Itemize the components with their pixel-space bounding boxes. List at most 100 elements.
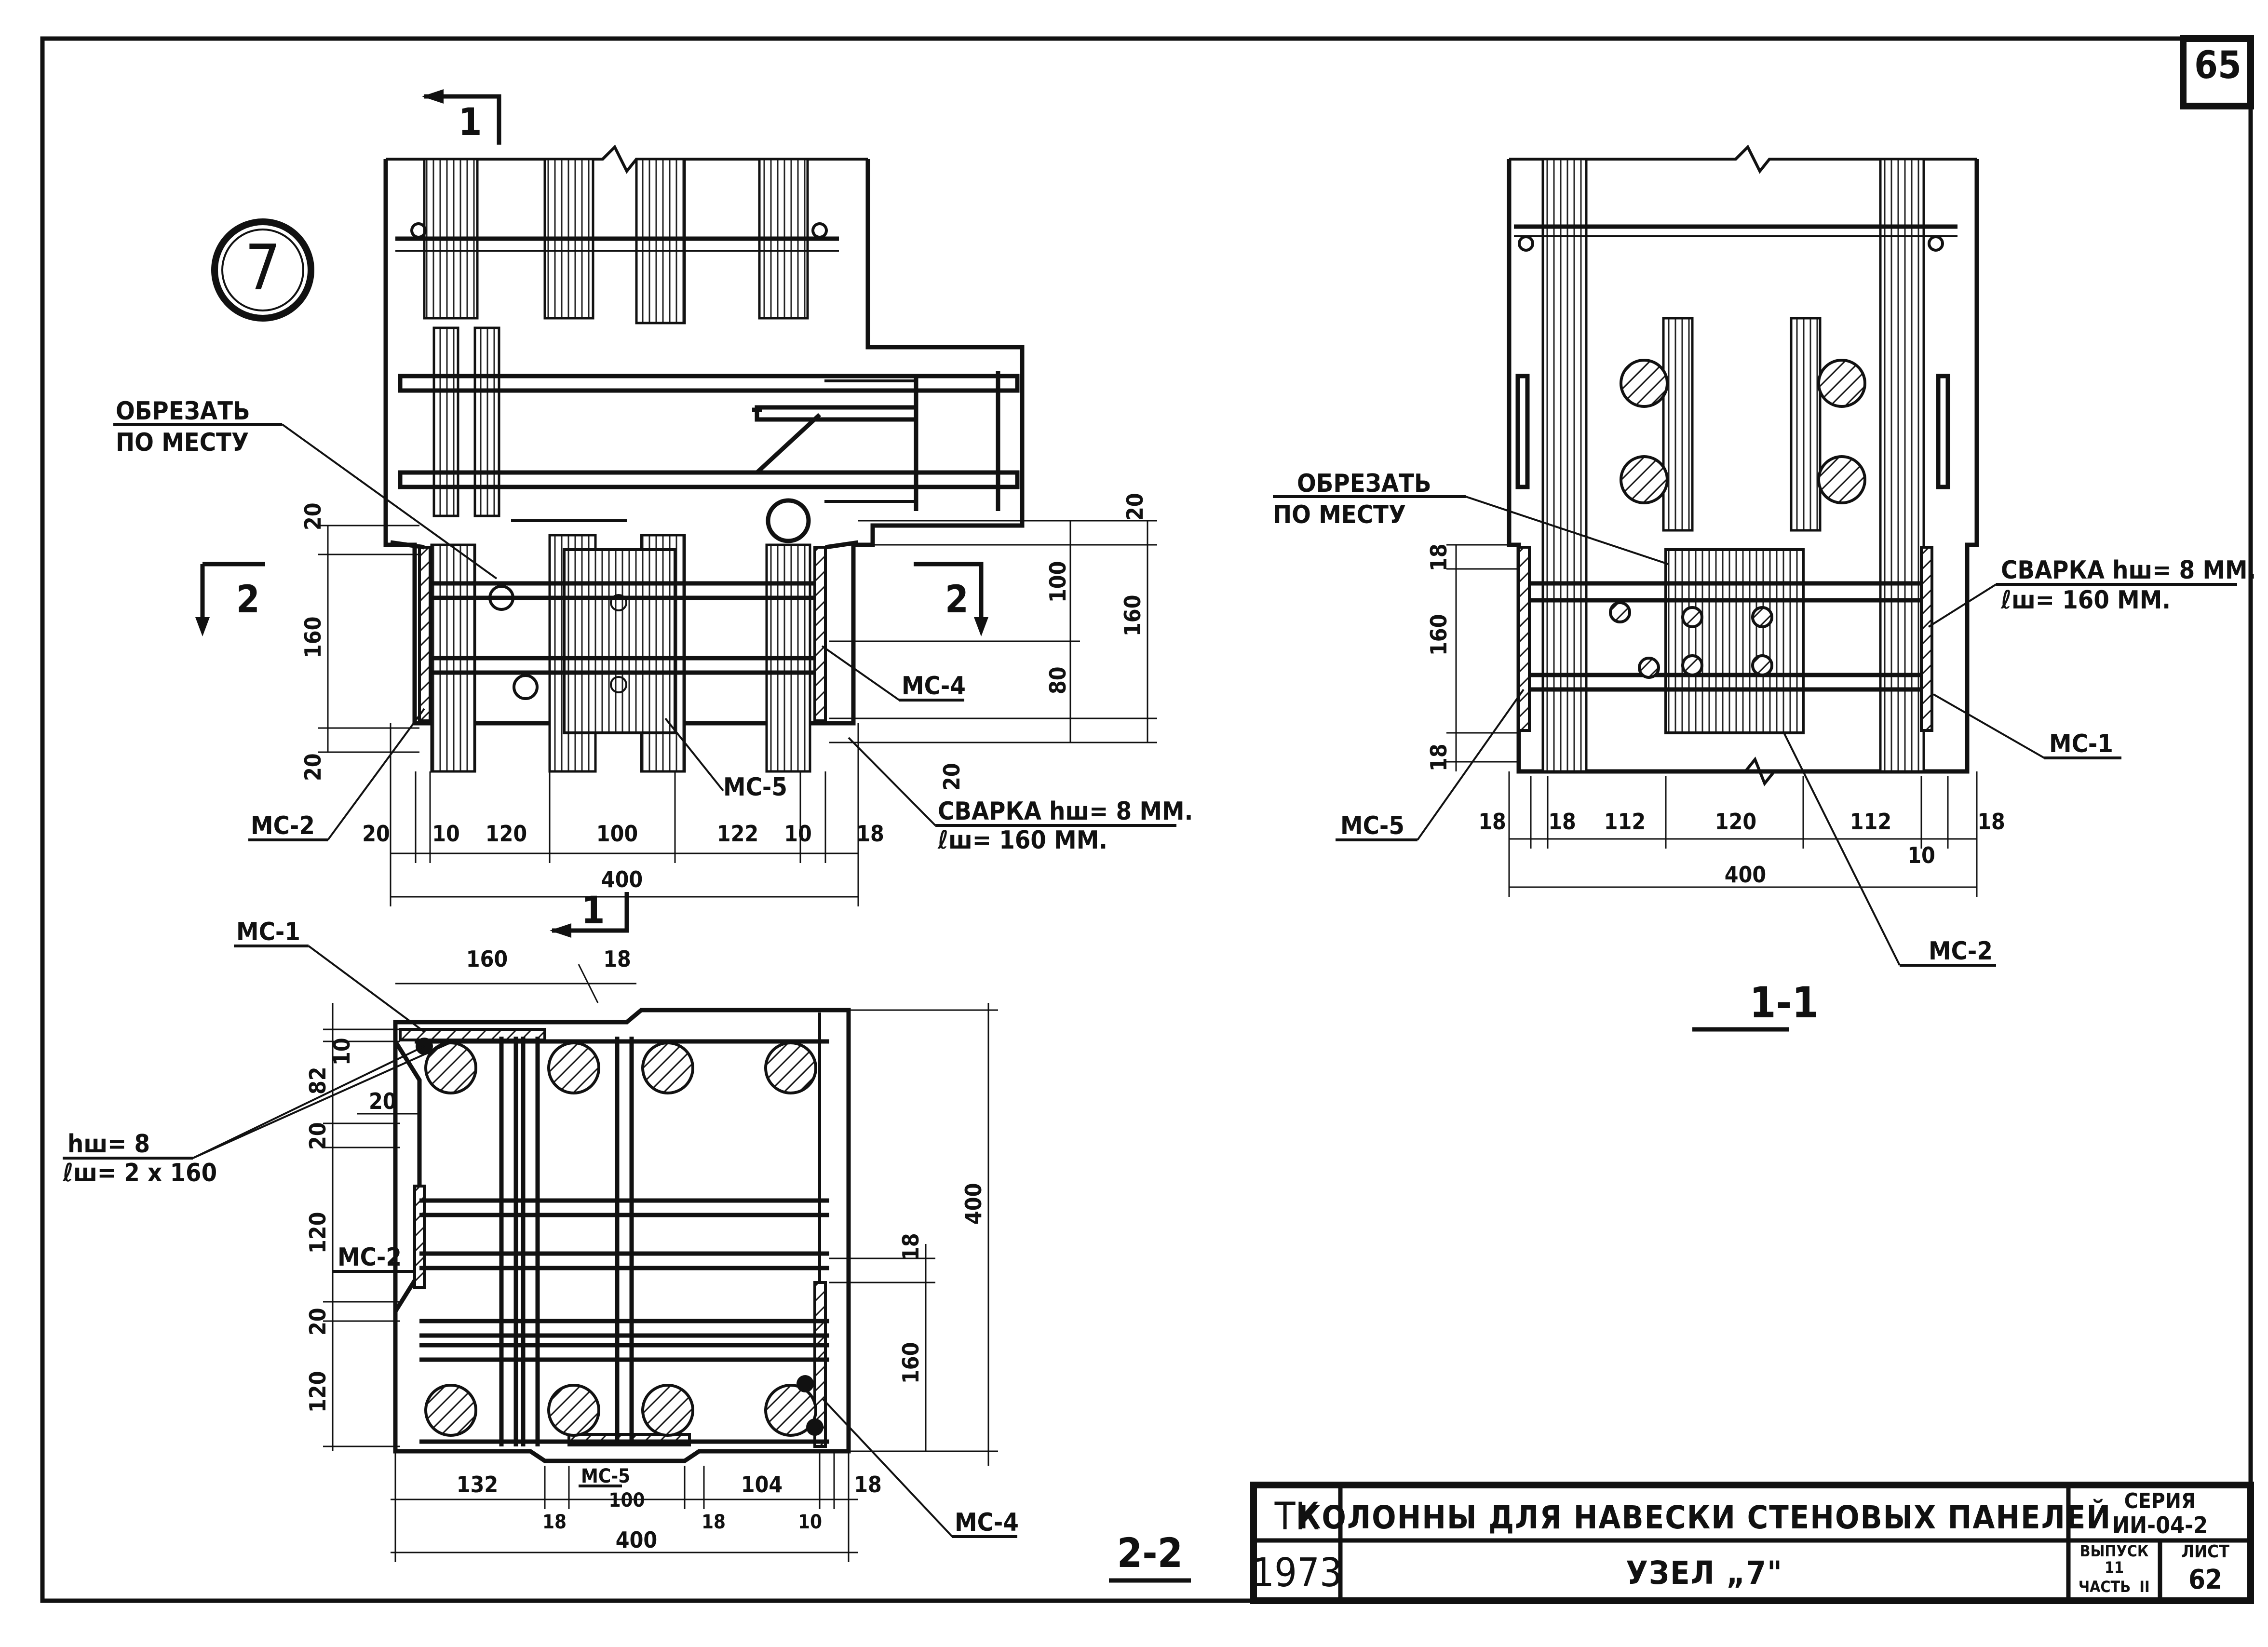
s22-dim-bottom-6: 10 [798,1511,822,1533]
ms2-plate [418,546,432,722]
section-mark-2-left-line [200,562,265,622]
rebar-vertical-3 [635,158,686,324]
s11-bolt-1 [1681,606,1703,628]
s22-dim-left-6: 120 [305,1371,331,1413]
s22-dim-bottom-3: 100 [608,1489,645,1512]
bracket-bar-top [398,374,1020,393]
s11-side-bar-right [1936,374,1950,489]
section-mark-1-top-arrow [422,89,444,104]
s11-ms2-plate [1664,548,1805,734]
s11-rebar-1 [1620,359,1669,408]
section-1-1-title: 1-1 [1749,978,1818,1027]
rebar-short-2 [473,326,500,517]
sheet-frame [40,36,2253,1603]
s22-label-ms4: МС-4 [955,1508,1019,1537]
title-block: ТК 1973 КОЛОННЫ ДЛЯ НАВЕСКИ СТЕНОВЫХ ПАН… [1250,1482,2254,1604]
s11-note-leader [1465,496,1669,565]
tb-part-label: ЧАСТЬ [2079,1578,2131,1596]
s11-ms2-plate-outline [1664,548,1805,734]
ms-bolt-4 [610,676,627,693]
s11-weld-line1: СВАРКА hш= 8 ММ. [2001,556,2256,585]
s11-rebar-2 [1620,455,1669,504]
s22-rebar-6 [547,1384,600,1437]
tb-issue-value: 11 [2105,1558,2124,1577]
rebar-short-1 [432,326,459,517]
section-1-1-view: ОБРЕЗАТЬ ПО МЕСТУ СВАРКА hш= 8 ММ. ℓш= 1… [1273,144,2256,1032]
bracket-bar-bottom [398,470,1020,489]
tb-series-label: СЕРИЯ [2124,1489,2196,1513]
s22-dim-left-3: 20 [305,1122,331,1150]
s22-weld-dot-2 [796,1375,814,1392]
s11-anchor-bar-right [1790,317,1822,532]
s11-label-ms2: МС-2 [1929,937,1993,966]
s11-bolt-5 [1609,601,1631,623]
tb-series-value: ИИ-04-2 [2112,1512,2208,1539]
s11-dim-bottom-2: 18 [1548,809,1576,835]
s22-rebar-2 [547,1041,600,1094]
dim-bottom-7: 18 [856,821,884,847]
dim-left-2: 160 [300,617,326,658]
stirrup-pin-left [410,222,427,239]
s22-dim-bottom-5: 104 [741,1472,783,1498]
dim-right-outer: 160 [1120,595,1146,636]
section-mark-2-right-line [914,562,984,622]
s22-dim-left-4: 120 [305,1212,331,1254]
s11-dim-bottom-5: 112 [1850,809,1891,835]
node-marker-number: 7 [245,231,281,304]
dim-bottom-4: 100 [596,821,638,847]
s22-rebar-7 [641,1384,694,1437]
ms-bolt-1 [488,585,514,611]
node-marker-circle [211,218,314,322]
note-cut-line2: ПО МЕСТУ [116,428,249,457]
title-block-frame [1250,1482,2254,1604]
s11-ms5-leader [1417,688,1525,841]
ms4-plate [813,546,827,722]
s22-ms1-leader [308,945,425,1033]
s22-dim-right-1: 18 [898,1233,924,1261]
s11-ms2-leader [1783,732,1901,966]
s11-note-cut-line1: ОБРЕЗАТЬ [1297,469,1431,498]
s11-anchor-bar-left [1662,317,1694,532]
s11-dim-left-2: 160 [1426,614,1452,656]
dim-right-inner-1: 20 [1122,493,1148,521]
s11-bolt-2 [1751,606,1773,628]
page-number: 65 [2194,44,2241,87]
ms-bolt-2 [513,674,539,700]
weld-note-line2: ℓш= 160 ММ. [937,826,1107,855]
label-ms2: МС-2 [251,811,315,840]
chamfer-right [825,540,859,550]
tb-title: КОЛОННЫ ДЛЯ НАВЕСКИ СТЕНОВЫХ ПАНЕЛЕЙ [1297,1498,2111,1536]
s11-label-ms5: МС-5 [1340,811,1404,840]
s11-rebar-4 [1817,455,1866,504]
section-2-2-view: МС-1 hш= 8 ℓш= 2 х 160 МС-2 МС-5 МС-4 16… [62,918,1191,1583]
s11-side-bar-left [1515,374,1530,489]
s22-dim-left-1: 10 [329,1038,355,1066]
weld-note-leader [848,737,936,826]
dim-right-inner-3: 80 [1045,666,1071,694]
section-2-2-outline [393,1008,851,1463]
section-mark-1-bottom: 1 [581,889,605,932]
tb-sheet-label: ЛИСТ [2181,1542,2229,1562]
s22-weld-leader-2 [192,1040,454,1159]
section-2-2-title: 2-2 [1117,1529,1183,1577]
elevation-view: 7 [113,89,1193,938]
s11-label-ms1: МС-1 [2049,729,2113,758]
section-mark-1-top-line [424,94,501,145]
weld-note-line1: СВАРКА hш= 8 ММ. [938,797,1193,826]
ms-bolt-3 [610,594,627,611]
page-number-box [2180,35,2254,109]
bracket-diag [755,413,822,474]
section-mark-2-right: 2 [945,578,969,621]
s22-rebar-4 [764,1041,817,1094]
chamfer-left [390,540,425,550]
s11-column-bar-right [1879,158,1925,773]
s22-left-chamfer [393,1040,422,1313]
dim-bottom-1: 20 [362,821,390,847]
s11-note-cut-line2: ПО МЕСТУ [1273,500,1406,529]
section-mark-1-bottom-arrow [550,923,571,938]
s22-dim-bottom-2: 18 [542,1511,567,1533]
s11-column-bar-left [1541,158,1588,773]
s22-dim-right-2: 160 [898,1342,924,1384]
label-ms5-leader [664,717,724,792]
